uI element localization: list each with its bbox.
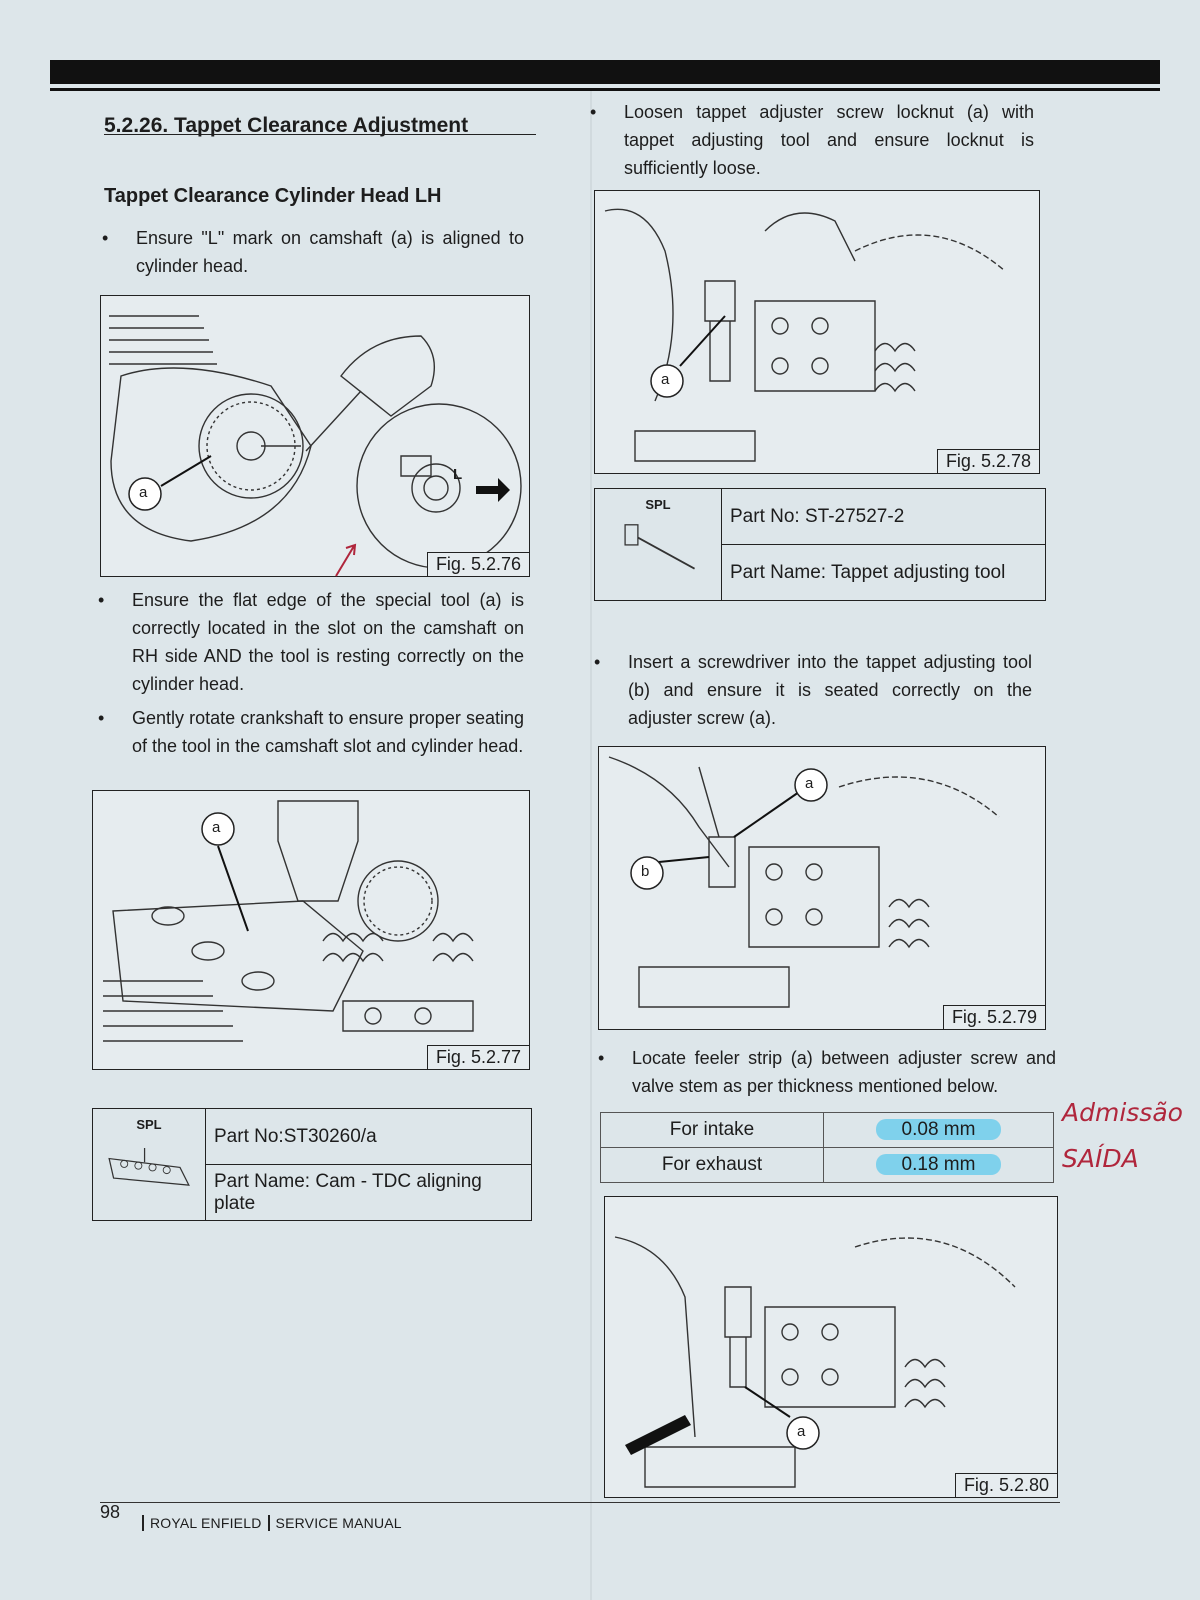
subsection-title: Tappet Clearance Cylinder Head LH	[104, 185, 442, 207]
figure-5-2-77: a Fig. 5.2.77	[92, 790, 530, 1070]
handwritten-note-intake: Admissão	[1062, 1098, 1183, 1127]
header-rule	[50, 88, 1160, 91]
figure-label: Fig. 5.2.77	[426, 1045, 529, 1069]
page-fold	[590, 90, 592, 1600]
left-step-1: Ensure "L" mark on camshaft (a) is align…	[102, 224, 524, 280]
spl-table-right: SPL Part No: ST-27527-2 Part Name: Tappe…	[594, 488, 1046, 601]
clearance-label: For intake	[600, 1112, 824, 1148]
handwritten-note-exhaust: SAÍDA	[1062, 1144, 1139, 1173]
figure-5-2-80: a Fig. 5.2.80	[604, 1196, 1058, 1498]
callout-a: a	[805, 775, 814, 792]
clearance-value: 0.18 mm	[875, 1154, 1002, 1175]
left-step-2: Ensure the flat edge of the special tool…	[98, 586, 524, 698]
callout-a: a	[797, 1423, 806, 1440]
figure-label: Fig. 5.2.79	[942, 1005, 1045, 1029]
section-title: 5.2.26. Tappet Clearance Adjustment	[104, 114, 469, 137]
tdc-plate-icon	[108, 1147, 190, 1186]
engine-drawing-locknut	[604, 208, 1006, 462]
figure-5-2-76: a L Fig. 5.2.76	[100, 295, 530, 577]
engine-drawing-feeler-strip	[614, 1236, 1016, 1488]
tappet-tool-icon	[624, 524, 696, 570]
engine-drawing-screwdriver	[608, 756, 1000, 1008]
callout-l-mark: L	[453, 466, 463, 483]
right-step-1: Loosen tappet adjuster screw locknut (a)…	[590, 98, 1034, 182]
handwritten-arrow-icon	[332, 540, 362, 580]
spl-tag: SPL	[645, 497, 671, 512]
feeler-strip-icon	[625, 1415, 691, 1455]
clearance-label: For exhaust	[600, 1147, 824, 1183]
part-no: Part No:ST30260/a	[205, 1108, 532, 1165]
spl-table-left: SPL Part No:ST30260/a Part Name: Cam - T…	[92, 1108, 532, 1221]
footer-doc: SERVICE MANUAL	[267, 1515, 402, 1531]
arrow-icon	[476, 478, 510, 502]
table-row: For intake 0.08 mm	[600, 1112, 1054, 1148]
footer-rule	[100, 1502, 1060, 1503]
header-bar	[50, 60, 1160, 84]
figure-label: Fig. 5.2.78	[936, 449, 1039, 473]
footer: ROYAL ENFIELD SERVICE MANUAL	[142, 1515, 408, 1531]
clearance-table: For intake 0.08 mm For exhaust 0.18 mm	[600, 1112, 1054, 1183]
spl-tag: SPL	[136, 1117, 162, 1132]
callout-b: b	[641, 863, 650, 880]
clearance-value: 0.08 mm	[875, 1119, 1002, 1140]
part-name: Part Name: Cam - TDC aligning plate	[205, 1164, 532, 1221]
callout-a: a	[661, 371, 670, 388]
left-step-3: Gently rotate crankshaft to ensure prope…	[98, 704, 524, 760]
part-name: Part Name: Tappet adjusting tool	[721, 544, 1046, 601]
table-row: For exhaust 0.18 mm	[600, 1147, 1054, 1183]
figure-label: Fig. 5.2.76	[426, 552, 529, 576]
spl-cell: SPL	[92, 1108, 206, 1221]
figure-5-2-79: a b Fig. 5.2.79	[598, 746, 1046, 1030]
right-step-3: Locate feeler strip (a) between adjuster…	[598, 1044, 1056, 1100]
spl-cell: SPL	[594, 488, 722, 601]
part-no: Part No: ST-27527-2	[721, 488, 1046, 545]
figure-label: Fig. 5.2.80	[954, 1473, 1057, 1497]
right-step-2: Insert a screwdriver into the tappet adj…	[594, 648, 1032, 732]
footer-brand: ROYAL ENFIELD	[142, 1515, 262, 1531]
page-number: 98	[100, 1502, 121, 1522]
engine-drawing-camshaft	[109, 315, 522, 569]
figure-5-2-78: a Fig. 5.2.78	[594, 190, 1040, 474]
callout-a: a	[139, 484, 148, 501]
engine-drawing-tdc-plate	[103, 800, 474, 1042]
title-underline	[104, 134, 536, 135]
callout-a: a	[212, 819, 221, 836]
